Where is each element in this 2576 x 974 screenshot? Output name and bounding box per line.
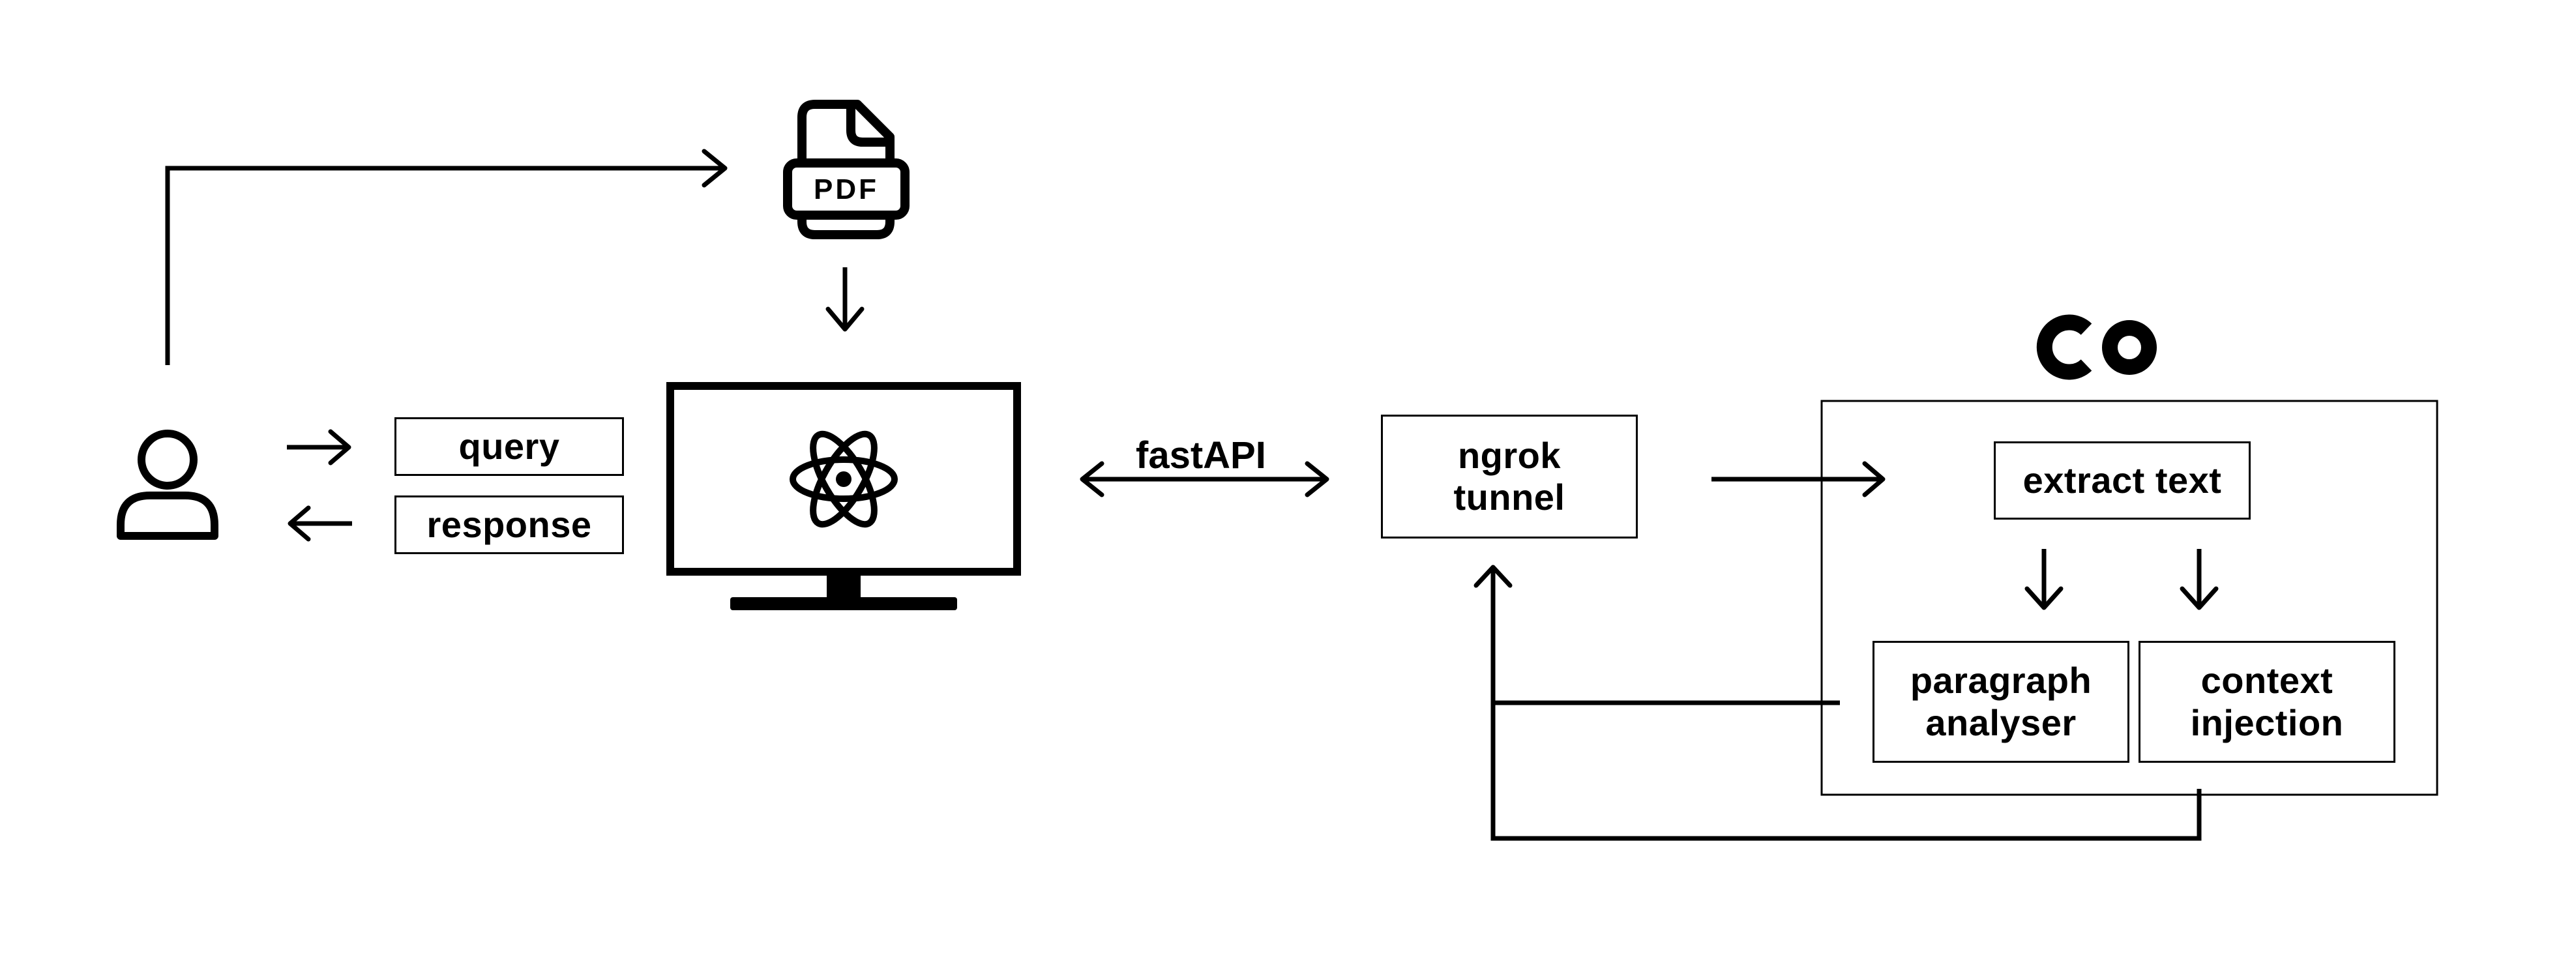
ngrok-tunnel-box: ngrok tunnel [1381, 415, 1638, 539]
paragraph-label-line1: paragraph [1910, 660, 2092, 701]
context-to-ngrok-arrow [1490, 567, 2202, 841]
extract-text-label: extract text [2022, 459, 2222, 501]
response-box: response [394, 495, 624, 554]
context-label-line1: context [2200, 660, 2333, 701]
extract-text-box: extract text [1994, 441, 2251, 520]
pdf-file-icon: PDF [783, 100, 910, 239]
extract-to-context-arrow [2180, 549, 2219, 610]
query-arrow [287, 429, 351, 465]
ngrok-label-line2: tunnel [1453, 477, 1565, 518]
paragraph-label-line2: analyser [1925, 701, 2077, 743]
colab-logo-icon [2036, 314, 2157, 380]
user-icon [117, 430, 218, 540]
ngrok-label-line1: ngrok [1457, 434, 1562, 476]
query-label: query [458, 425, 560, 467]
fastapi-label: fastAPI [1136, 434, 1266, 477]
response-label: response [426, 503, 592, 545]
monitor-icon [666, 382, 1021, 610]
response-arrow [288, 505, 352, 542]
fastapi-arrow [1080, 461, 1329, 497]
ngrok-to-colab-arrow [1711, 461, 1886, 497]
react-logo-icon [790, 430, 898, 528]
pdf-icon-label: PDF [814, 173, 879, 205]
extract-to-paragraph-arrow [2024, 549, 2064, 610]
colab-container [1820, 400, 2438, 796]
user-to-pdf-arrow [165, 166, 725, 365]
paragraph-analyser-box: paragraph analyser [1873, 641, 2129, 763]
query-box: query [394, 417, 624, 476]
context-label-line2: injection [2190, 701, 2344, 743]
context-injection-box: context injection [2139, 641, 2395, 763]
